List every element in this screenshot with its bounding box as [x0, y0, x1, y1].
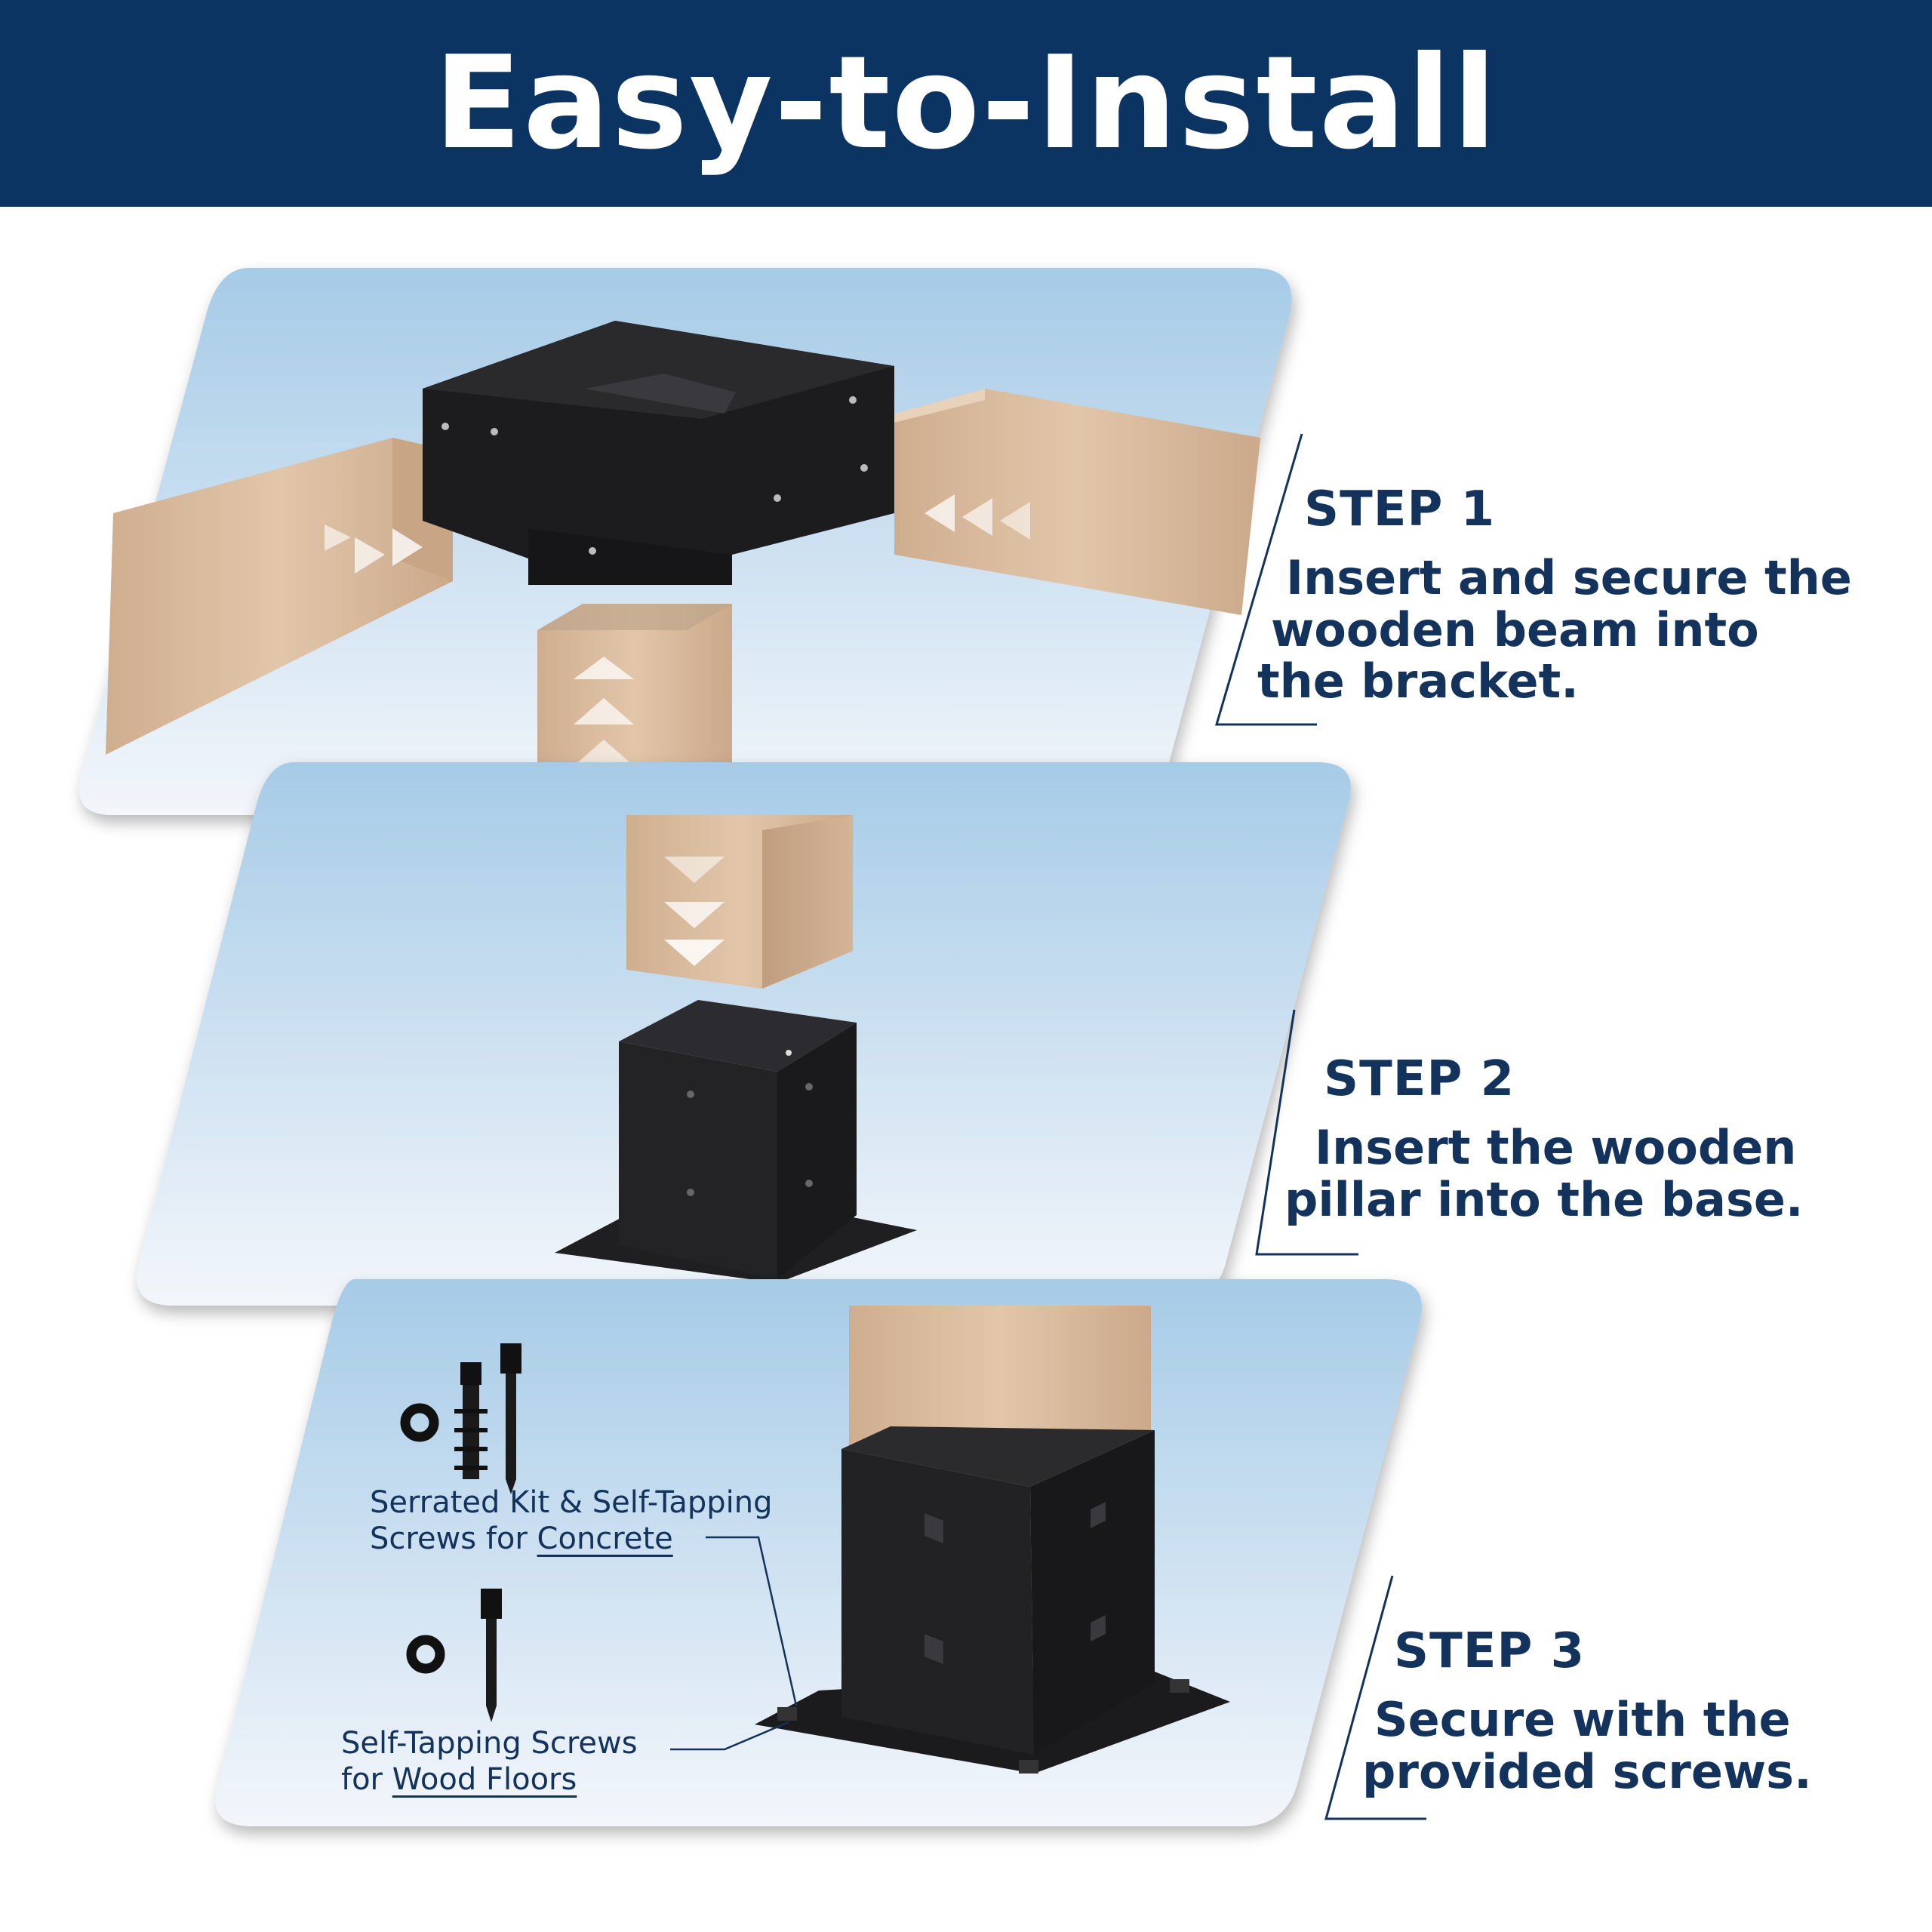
- step1-title: STEP 1: [1304, 481, 1496, 537]
- post-base-bracket: [555, 1000, 917, 1283]
- wood-floor-hardware-kit: [406, 1589, 502, 1722]
- step2-panel: [137, 762, 1351, 1306]
- step1-text: STEP 1 Insert and secure the wooden beam…: [1253, 483, 1852, 707]
- callout-leader-lines: [670, 1536, 798, 1751]
- pillar-lower-segment: [626, 815, 853, 989]
- step2-text: STEP 2 Insert the wooden pillar into the…: [1284, 1053, 1803, 1226]
- step3-panel: [215, 1279, 1422, 1826]
- step3-text: STEP 3 Secure with the provided screws.: [1362, 1625, 1812, 1798]
- step3-title: STEP 3: [1394, 1623, 1586, 1679]
- corner-bracket: [423, 321, 894, 585]
- step2-title: STEP 2: [1324, 1051, 1515, 1107]
- step1-panel: [79, 268, 1292, 815]
- right-wooden-beam: [894, 389, 1260, 615]
- step3-description: Secure with the provided screws.: [1362, 1692, 1812, 1799]
- header-banner: Easy-to-Install: [0, 0, 1932, 207]
- wood-floor-kit-label: Self-Tapping Screws for Wood Floors: [341, 1726, 638, 1797]
- page-title: Easy-to-Install: [433, 29, 1498, 178]
- step-accent-lines: [1214, 433, 1426, 1820]
- installed-post-base: [755, 1426, 1230, 1774]
- concrete-kit-label: Serrated Kit & Self-Tapping Screws for C…: [370, 1485, 773, 1556]
- step2-description: Insert the wooden pillar into the base.: [1284, 1120, 1804, 1227]
- step1-description: Insert and secure the wooden beam into t…: [1257, 550, 1852, 709]
- concrete-hardware-kit: [400, 1343, 521, 1494]
